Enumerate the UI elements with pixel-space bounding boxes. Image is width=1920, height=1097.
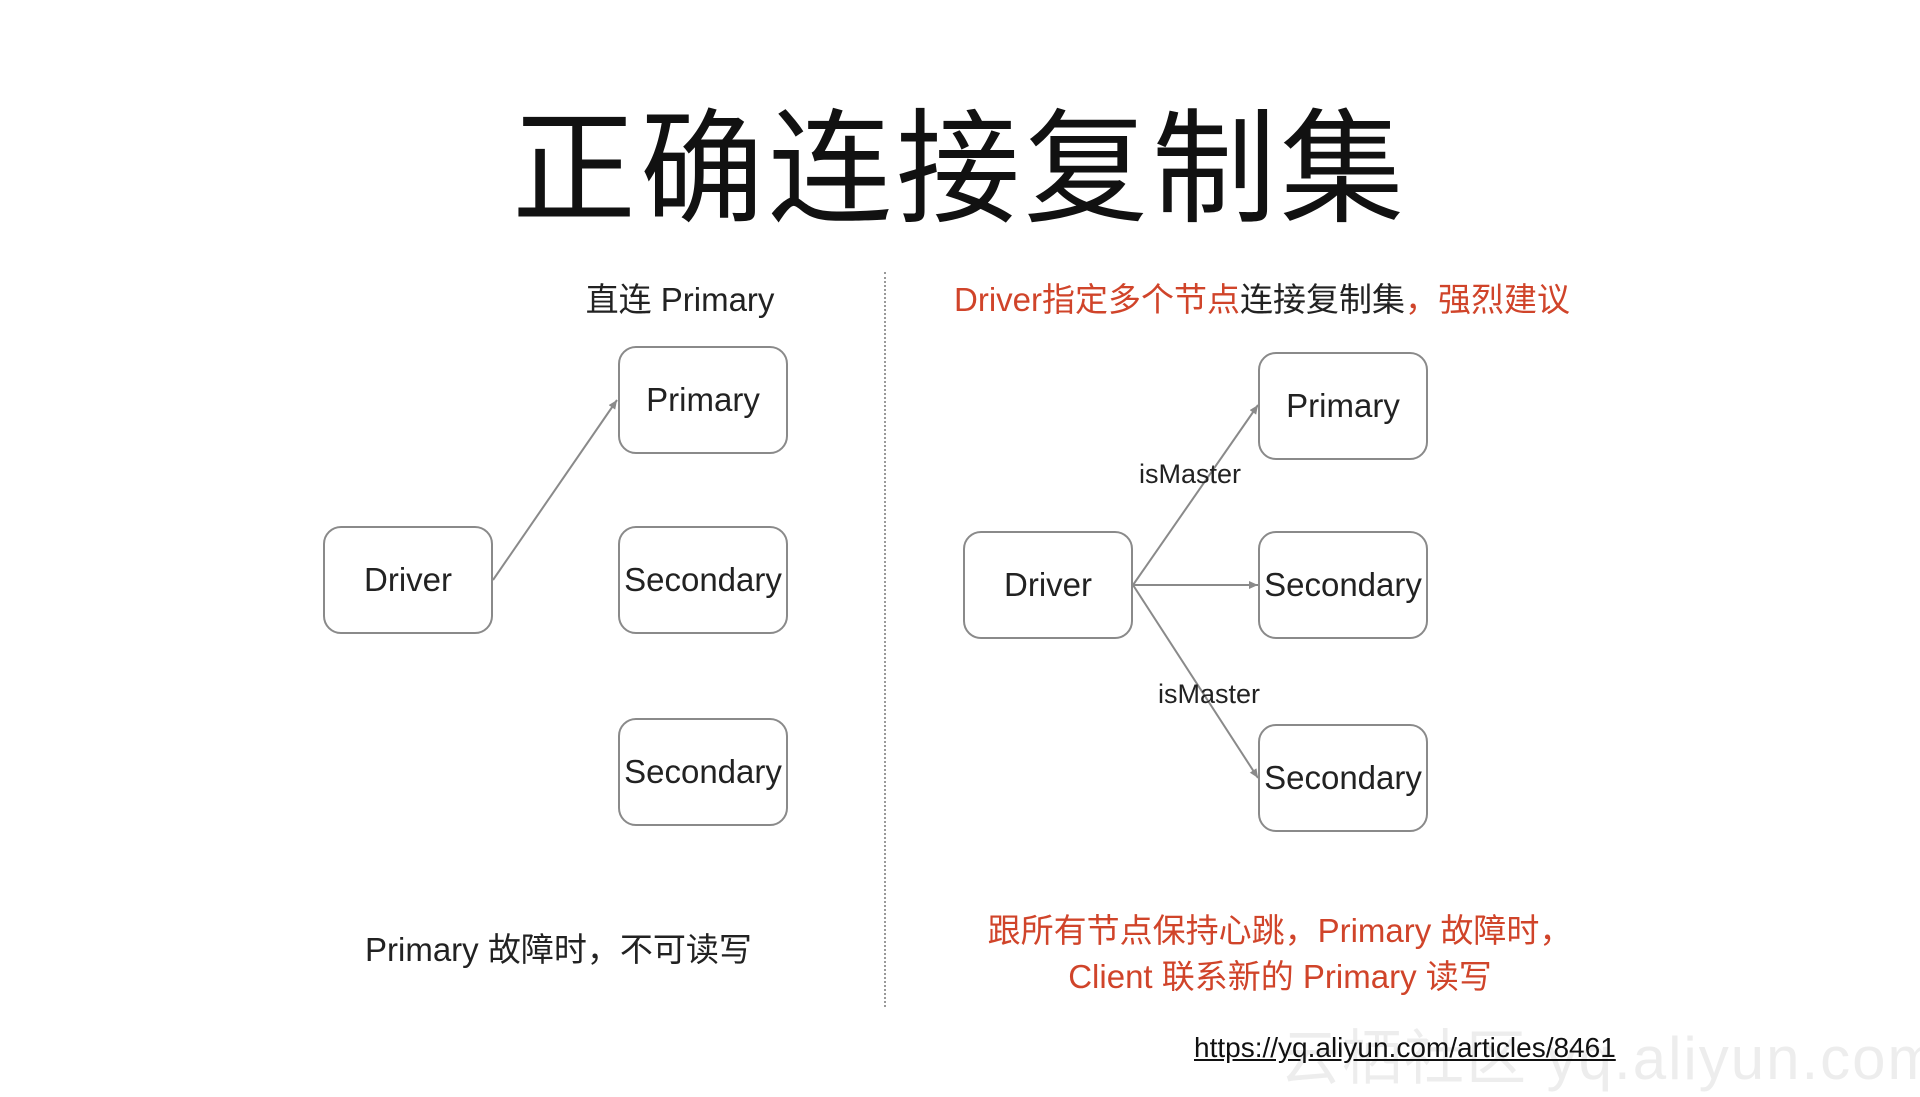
edge-label-ismaster-secondary: isMaster <box>1158 679 1261 709</box>
right-node-secondary-1: Secondary <box>1258 531 1428 639</box>
right-edge-driver-primary <box>1132 404 1259 586</box>
right-caption-top-part1: Driver指定多个节点 <box>954 281 1240 318</box>
left-node-primary: Primary <box>618 346 788 454</box>
right-caption-bottom-line1: 跟所有节点保持心跳，Primary 故障时， <box>987 912 1573 949</box>
right-caption-top: Driver指定多个节点连接复制集，强烈建议 <box>954 280 1570 320</box>
right-caption-bottom-line2: Client 联系新的 Primary 读写 <box>1068 958 1492 995</box>
right-node-primary: Primary <box>1258 352 1428 460</box>
slide-title: 正确连接复制集 <box>511 101 1408 239</box>
right-caption-bottom: 跟所有节点保持心跳，Primary 故障时， Client 联系新的 Prima… <box>900 908 1660 1000</box>
right-caption-top-part2: 连接复制集 <box>1240 281 1405 318</box>
article-link[interactable]: https://yq.aliyun.com/articles/8461 <box>1194 1032 1616 1063</box>
right-caption-top-part3: ，强烈建议 <box>1405 281 1570 318</box>
left-node-secondary-2: Secondary <box>618 718 788 826</box>
left-node-secondary-1: Secondary <box>618 526 788 634</box>
right-edge-driver-secondary2 <box>1132 584 1259 779</box>
center-divider <box>884 272 886 1007</box>
left-node-driver: Driver <box>323 526 493 634</box>
left-edge-driver-primary <box>492 399 618 581</box>
right-node-driver: Driver <box>963 531 1133 639</box>
left-caption-top: 直连 Primary <box>585 281 775 318</box>
edge-label-ismaster-primary: isMaster <box>1139 459 1242 489</box>
right-node-secondary-2: Secondary <box>1258 724 1428 832</box>
left-caption-bottom: Primary 故障时，不可读写 <box>365 931 752 968</box>
